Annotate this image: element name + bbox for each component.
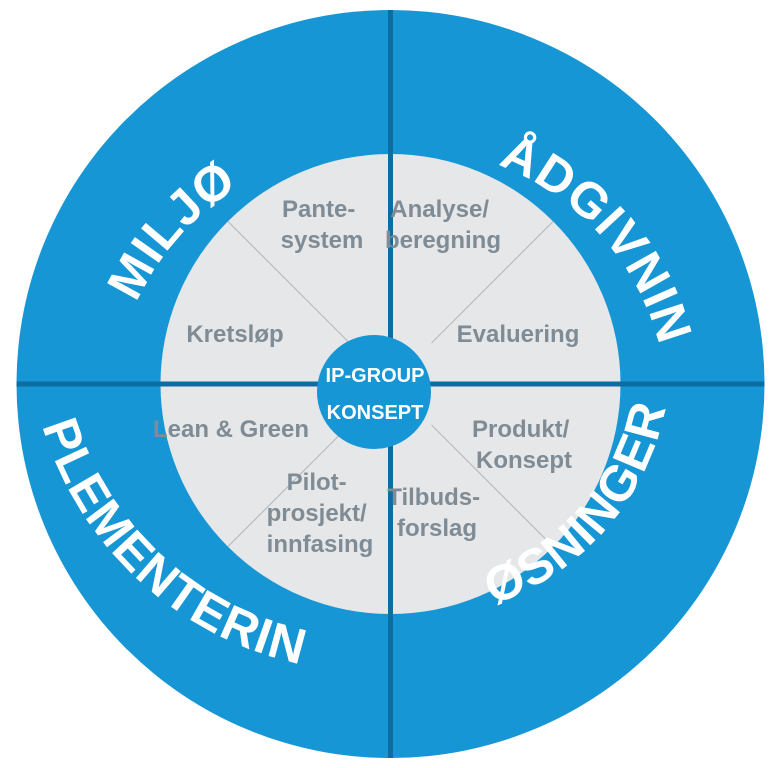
segment-dividers (227, 220, 554, 548)
segment-evaluering: Evaluering (457, 321, 580, 348)
divider-bottom-right (431, 424, 554, 548)
segment-kretslop: Kretsløp (186, 321, 283, 348)
segment-produkt-konsept: Produkt/ Konsept (472, 416, 576, 474)
center-label-line2: KONSEPT (327, 402, 424, 424)
divider-top-left (227, 220, 350, 344)
segment-lean-green: Lean & Green (153, 416, 309, 443)
divider-top-right (431, 220, 554, 344)
center-label-line1: IP-GROUP (326, 365, 425, 387)
segment-tilbudsforslag: Tilbuds- forslag (387, 484, 487, 542)
divider-bottom-left (227, 424, 350, 548)
segment-pantesystem: Pante- system (281, 196, 364, 254)
center-circle (317, 335, 431, 449)
segment-analyse-beregning: Analyse/ beregning (385, 196, 501, 254)
segment-pilot-prosjekt: Pilot- prosjekt/ innfasing (267, 469, 374, 558)
